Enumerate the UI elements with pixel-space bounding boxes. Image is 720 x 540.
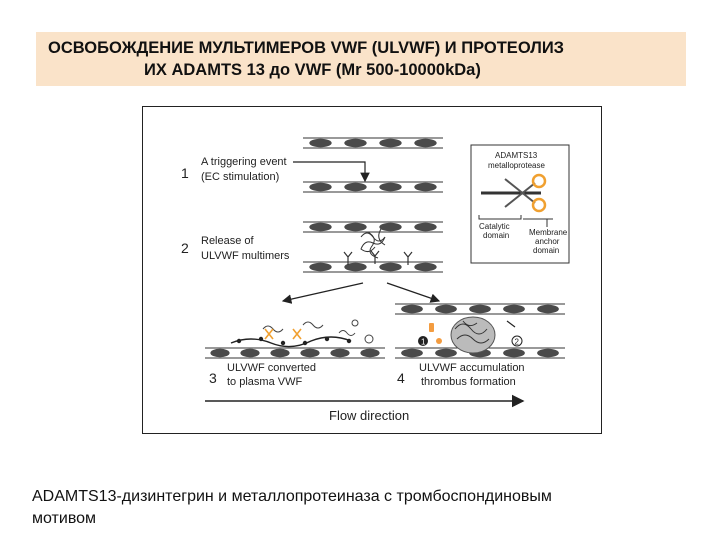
step-1-label-2: (EC stimulation) [201, 171, 279, 183]
cell-layer [303, 181, 443, 193]
caption-line-2: мотивом [32, 510, 97, 527]
endothelial-cell [270, 348, 290, 358]
step-4-number: 4 [397, 370, 405, 386]
endothelial-cell [503, 304, 525, 314]
platelets [429, 323, 442, 344]
plasma-vwf-fragments [262, 319, 374, 344]
flow-direction-label: Flow direction [329, 408, 409, 423]
cell-layer [303, 221, 443, 233]
strand-nodes [236, 336, 352, 346]
cell-layer [395, 303, 565, 315]
thrombus [450, 316, 496, 354]
cell-layer [205, 347, 385, 359]
endothelial-cell [344, 262, 367, 272]
marker-1: 1 [418, 336, 428, 347]
step-1-number: 1 [181, 165, 189, 181]
endothelial-cell [414, 262, 437, 272]
catalytic-label-1: Catalytic [479, 222, 510, 231]
step-1-label-1: A triggering event [201, 156, 287, 168]
endothelial-cell [435, 348, 457, 358]
step-4-label-1: ULVWF accumulation [419, 362, 525, 374]
step-2-label-2: ULVWF multimers [201, 250, 290, 262]
catalytic-bracket [478, 215, 522, 220]
caption-line-1: ADAMTS13-дизинтегрин и металлопротеиназа… [32, 488, 552, 505]
step-4-label-2: thrombus formation [421, 376, 516, 388]
endothelial-cell [435, 304, 457, 314]
marker-1-text: 1 [421, 338, 426, 347]
endothelial-cell [414, 182, 437, 192]
marker-2-text: 2 [515, 338, 520, 347]
endothelial-cell [309, 138, 332, 148]
endothelial-cell [379, 182, 402, 192]
caption: ADAMTS13-дизинтегрин и металлопротеиназа… [32, 486, 702, 530]
branch-arrow-right [386, 282, 441, 303]
endothelial-cell [210, 348, 230, 358]
ulvwf-strand [230, 336, 352, 348]
inset-title-1: ADAMTS13 [495, 151, 538, 160]
endothelial-cell [300, 348, 320, 358]
cell-layer [303, 137, 443, 149]
step-2-label-1: Release of [201, 235, 255, 247]
endothelial-cell [537, 304, 559, 314]
endothelium-layers [205, 137, 565, 359]
endothelial-cell [344, 182, 367, 192]
endothelial-cell [414, 138, 437, 148]
endothelial-cell [401, 348, 423, 358]
scissors-icon [504, 173, 547, 213]
catalytic-label-2: domain [483, 231, 509, 240]
title-line-2: ИХ ADAMTS 13 до VWF (Mr 500-10000kDa) [144, 61, 481, 79]
endothelial-cell [469, 304, 491, 314]
protease-stub [506, 320, 516, 328]
endothelial-cell [503, 348, 525, 358]
endothelial-cell [379, 262, 402, 272]
membrane-receptors [343, 250, 413, 265]
endothelial-cell [379, 222, 402, 232]
endothelial-cell [344, 222, 367, 232]
step-3-label-2: to plasma VWF [227, 376, 302, 388]
cell-layer [303, 261, 443, 273]
endothelial-cell [240, 348, 260, 358]
endothelial-cell [414, 222, 437, 232]
adamts13-inset: ADAMTS13 metalloprotease Catalytic domai… [470, 144, 570, 264]
endothelial-cell [309, 222, 332, 232]
vwf-diagram: 1 A triggering event (EC stimulation) 2 … [142, 106, 602, 434]
membrane-label-2: anchor [535, 237, 560, 246]
endothelial-cell [330, 348, 350, 358]
endothelial-cell [537, 348, 559, 358]
membrane-label-3: domain [533, 246, 559, 255]
cleavage-scissors-small [264, 328, 302, 340]
marker-2: 2 [511, 335, 523, 347]
membrane-label-1: Membrane [529, 228, 568, 237]
step-3-label-1: ULVWF converted [227, 362, 316, 374]
step-2-number: 2 [181, 240, 189, 256]
endothelial-cell [344, 138, 367, 148]
inset-title-2: metalloprotease [488, 161, 545, 170]
endothelial-cell [309, 262, 332, 272]
ulvwf-multimer-cluster [360, 228, 386, 259]
diagram-canvas: 1 A triggering event (EC stimulation) 2 … [181, 137, 570, 423]
title-banner: ОСВОБОЖДЕНИЕ МУЛЬТИМЕРОВ VWF (ULVWF) И П… [36, 32, 686, 86]
endothelial-cell [309, 182, 332, 192]
endothelial-cell [379, 138, 402, 148]
branch-arrow-left [281, 282, 364, 304]
title-line-1: ОСВОБОЖДЕНИЕ МУЛЬТИМЕРОВ VWF (ULVWF) И П… [48, 39, 565, 57]
endothelial-cell [360, 348, 380, 358]
step-3-number: 3 [209, 370, 217, 386]
endothelial-cell [401, 304, 423, 314]
trigger-arrow [293, 161, 370, 183]
